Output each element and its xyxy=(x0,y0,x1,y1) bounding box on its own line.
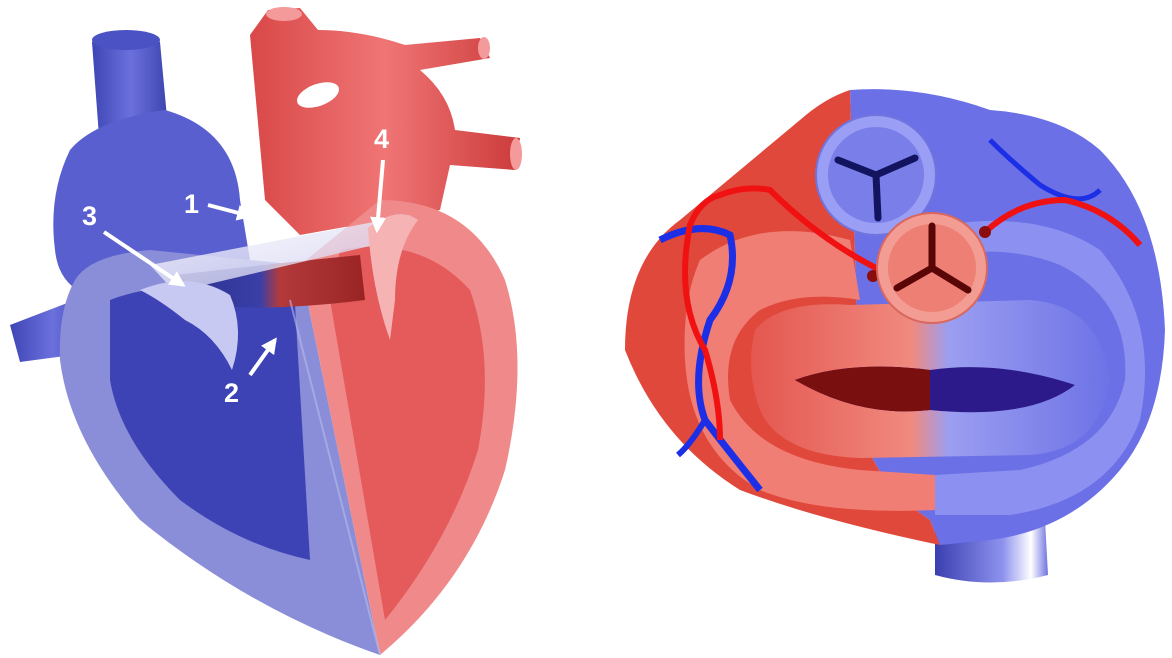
label-2: 2 xyxy=(224,378,239,408)
label-3: 3 xyxy=(82,201,97,231)
label-1: 1 xyxy=(184,189,199,219)
superior-vena-cava-opening xyxy=(92,30,160,50)
vessel-opening-right xyxy=(478,37,490,59)
aortic-valve xyxy=(877,213,987,323)
label-4: 4 xyxy=(374,124,389,154)
vessel-opening-right-lower xyxy=(510,138,522,170)
vessel-opening-top xyxy=(266,7,302,21)
heart-valves-top-view xyxy=(625,89,1165,582)
heart-cross-section: 1 2 3 4 xyxy=(10,7,522,655)
coronary-ostium-right xyxy=(979,226,991,238)
